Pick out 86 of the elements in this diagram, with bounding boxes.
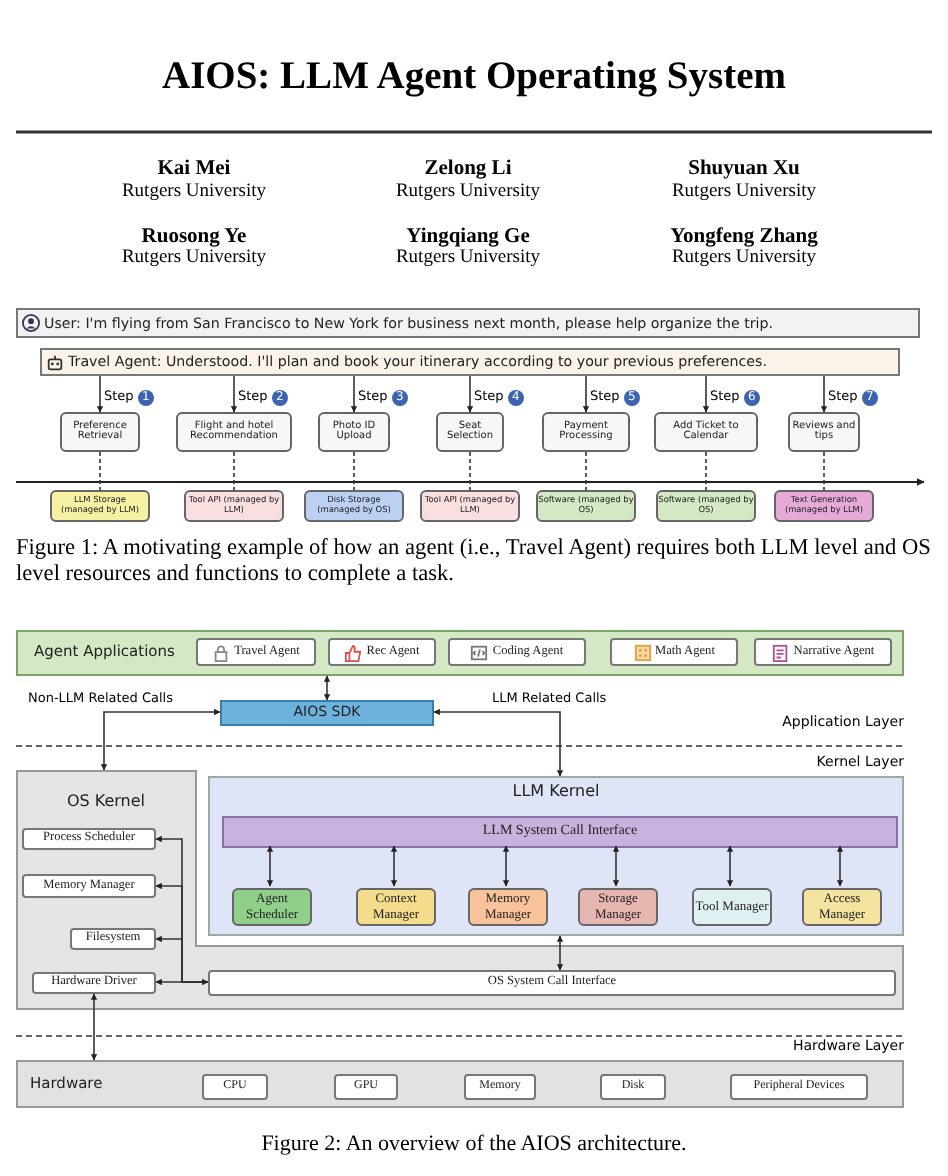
author-name: Kai Mei <box>155 158 233 180</box>
system-call-bar <box>222 816 898 848</box>
arrow <box>100 708 221 771</box>
agent-box <box>610 638 738 666</box>
affiliation: Rutgers University <box>119 182 269 202</box>
hardware-box <box>600 1074 666 1100</box>
manager-box <box>692 888 772 926</box>
manager-box <box>356 888 436 926</box>
dashed-connector <box>705 451 707 491</box>
step-box <box>60 412 140 452</box>
affiliation: Rutgers University <box>669 182 819 202</box>
author-name: Zelong Li <box>422 158 514 180</box>
os-component-box <box>32 972 156 994</box>
step-box <box>176 412 292 452</box>
panel-title: LLM Kernel <box>512 784 600 802</box>
affiliation: Rutgers University <box>669 248 819 268</box>
arrow <box>582 375 590 413</box>
resource-tag <box>656 490 756 522</box>
resource-tag <box>420 490 520 522</box>
llm-kernel-panel <box>208 776 904 936</box>
arrow <box>350 375 358 413</box>
dashed-connector <box>353 451 355 491</box>
application-band <box>16 630 904 676</box>
dashed-connector <box>469 451 471 491</box>
agent-box <box>196 638 316 666</box>
arrow <box>323 675 331 701</box>
manager-box <box>578 888 658 926</box>
affiliation: Rutgers University <box>393 248 543 268</box>
arrow <box>556 935 564 971</box>
agent-box <box>448 638 586 666</box>
step-box <box>436 412 504 452</box>
panel-title: OS Kernel <box>64 794 148 812</box>
hardware-band <box>16 1060 904 1108</box>
resource-tag <box>304 490 404 522</box>
resource-tag <box>184 490 284 522</box>
arrow <box>433 708 564 777</box>
os-component-box <box>22 828 156 850</box>
dashed-connector <box>233 451 235 491</box>
arrow <box>702 375 710 413</box>
hardware-box <box>464 1074 536 1100</box>
step-box <box>654 412 758 452</box>
author-name: Yongfeng Zhang <box>668 226 820 248</box>
manager-box <box>232 888 312 926</box>
hardware-box <box>334 1074 398 1100</box>
user-message-box <box>16 308 920 338</box>
resource-tag <box>536 490 636 522</box>
arrow <box>820 375 828 413</box>
arrow <box>390 845 398 887</box>
agent-message-box <box>40 348 900 376</box>
step-box <box>318 412 390 452</box>
resource-tag <box>774 490 874 522</box>
arrow <box>230 375 238 413</box>
manager-box <box>468 888 548 926</box>
manager-box <box>802 888 882 926</box>
arrow <box>90 993 98 1061</box>
arrow <box>726 845 734 887</box>
arrow <box>502 845 510 887</box>
arrow <box>466 375 474 413</box>
dashed-connector <box>99 451 101 491</box>
os-component-box <box>22 874 156 898</box>
agent-box <box>754 638 892 666</box>
agent-box <box>328 638 436 666</box>
arrow <box>155 978 209 986</box>
arrow <box>836 845 844 887</box>
affiliation: Rutgers University <box>119 248 269 268</box>
hardware-box <box>730 1074 868 1100</box>
figure-caption: Figure 2: An overview of the AIOS architecture. <box>259 1132 689 1156</box>
step-box <box>788 412 860 452</box>
dashed-connector <box>585 451 587 491</box>
os-component-box <box>70 928 156 950</box>
arrow <box>612 845 620 887</box>
author-name: Shuyuan Xu <box>686 158 802 180</box>
hardware-box <box>202 1074 268 1100</box>
affiliation: Rutgers University <box>393 182 543 202</box>
author-name: Ruosong Ye <box>139 226 249 248</box>
step-box <box>542 412 630 452</box>
system-call-bar <box>208 970 896 996</box>
figure-caption: Figure 1: A motivating example of how an agent (i.e., Travel Agent) requires both LLM level and OS level resources and functions to complete a task. <box>16 536 932 588</box>
dashed-connector <box>823 451 825 491</box>
arrow <box>266 845 274 887</box>
resource-tag <box>50 490 150 522</box>
author-name: Yingqiang Ge <box>404 226 532 248</box>
os-kernel-panel <box>16 770 904 1010</box>
sdk-box <box>220 700 434 726</box>
arrow <box>96 375 104 413</box>
page-title: AIOS: LLM Agent Operating System <box>160 56 788 100</box>
